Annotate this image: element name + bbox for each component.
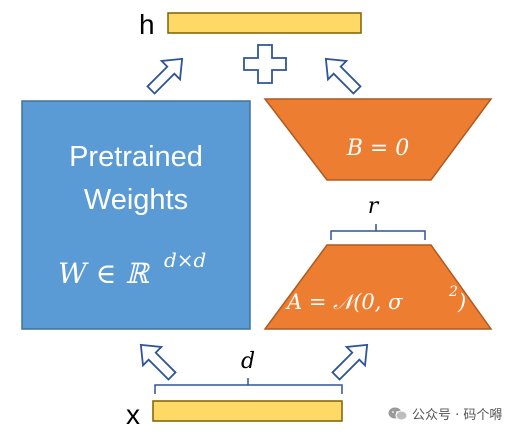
weights-label: Weights [84, 184, 188, 216]
weight-matrix-formula: W ∈ ℝ d×d [58, 248, 206, 290]
arrow-up-left-lower-icon [139, 343, 177, 381]
plus-icon [243, 44, 287, 84]
arrow-up-right-lower-icon [331, 343, 369, 381]
arrow-up-right-icon [146, 57, 184, 95]
lora-b-matrix [263, 98, 493, 181]
a-formula-sup: 2 [448, 284, 458, 300]
b-formula: B = 0 [346, 136, 410, 161]
dimension-brace [154, 378, 343, 394]
h-label: h [139, 9, 155, 40]
wechat-icon [388, 407, 408, 421]
x-label: x [126, 399, 140, 430]
pretrained-weights-block [21, 100, 251, 330]
input-vector-x [152, 400, 343, 422]
a-formula-main: A = 𝒩(0, σ [285, 290, 403, 314]
arrow-up-left-icon [324, 57, 362, 95]
a-formula: A = 𝒩(0, σ 2 ) [285, 284, 466, 314]
dimension-d-label: d [241, 349, 255, 374]
watermark-text: 公众号 · 码个嘚 [412, 408, 503, 423]
lora-a-matrix [263, 244, 493, 330]
weight-formula-main: W ∈ ℝ [58, 257, 150, 290]
rank-brace [330, 224, 426, 240]
pretrained-label: Pretrained [69, 141, 203, 173]
a-formula-close: ) [457, 290, 466, 314]
watermark: 公众号 · 码个嘚 [388, 404, 502, 423]
rank-r-label: r [368, 194, 380, 219]
output-vector-h [167, 12, 362, 34]
weight-formula-sup: d×d [164, 248, 206, 272]
